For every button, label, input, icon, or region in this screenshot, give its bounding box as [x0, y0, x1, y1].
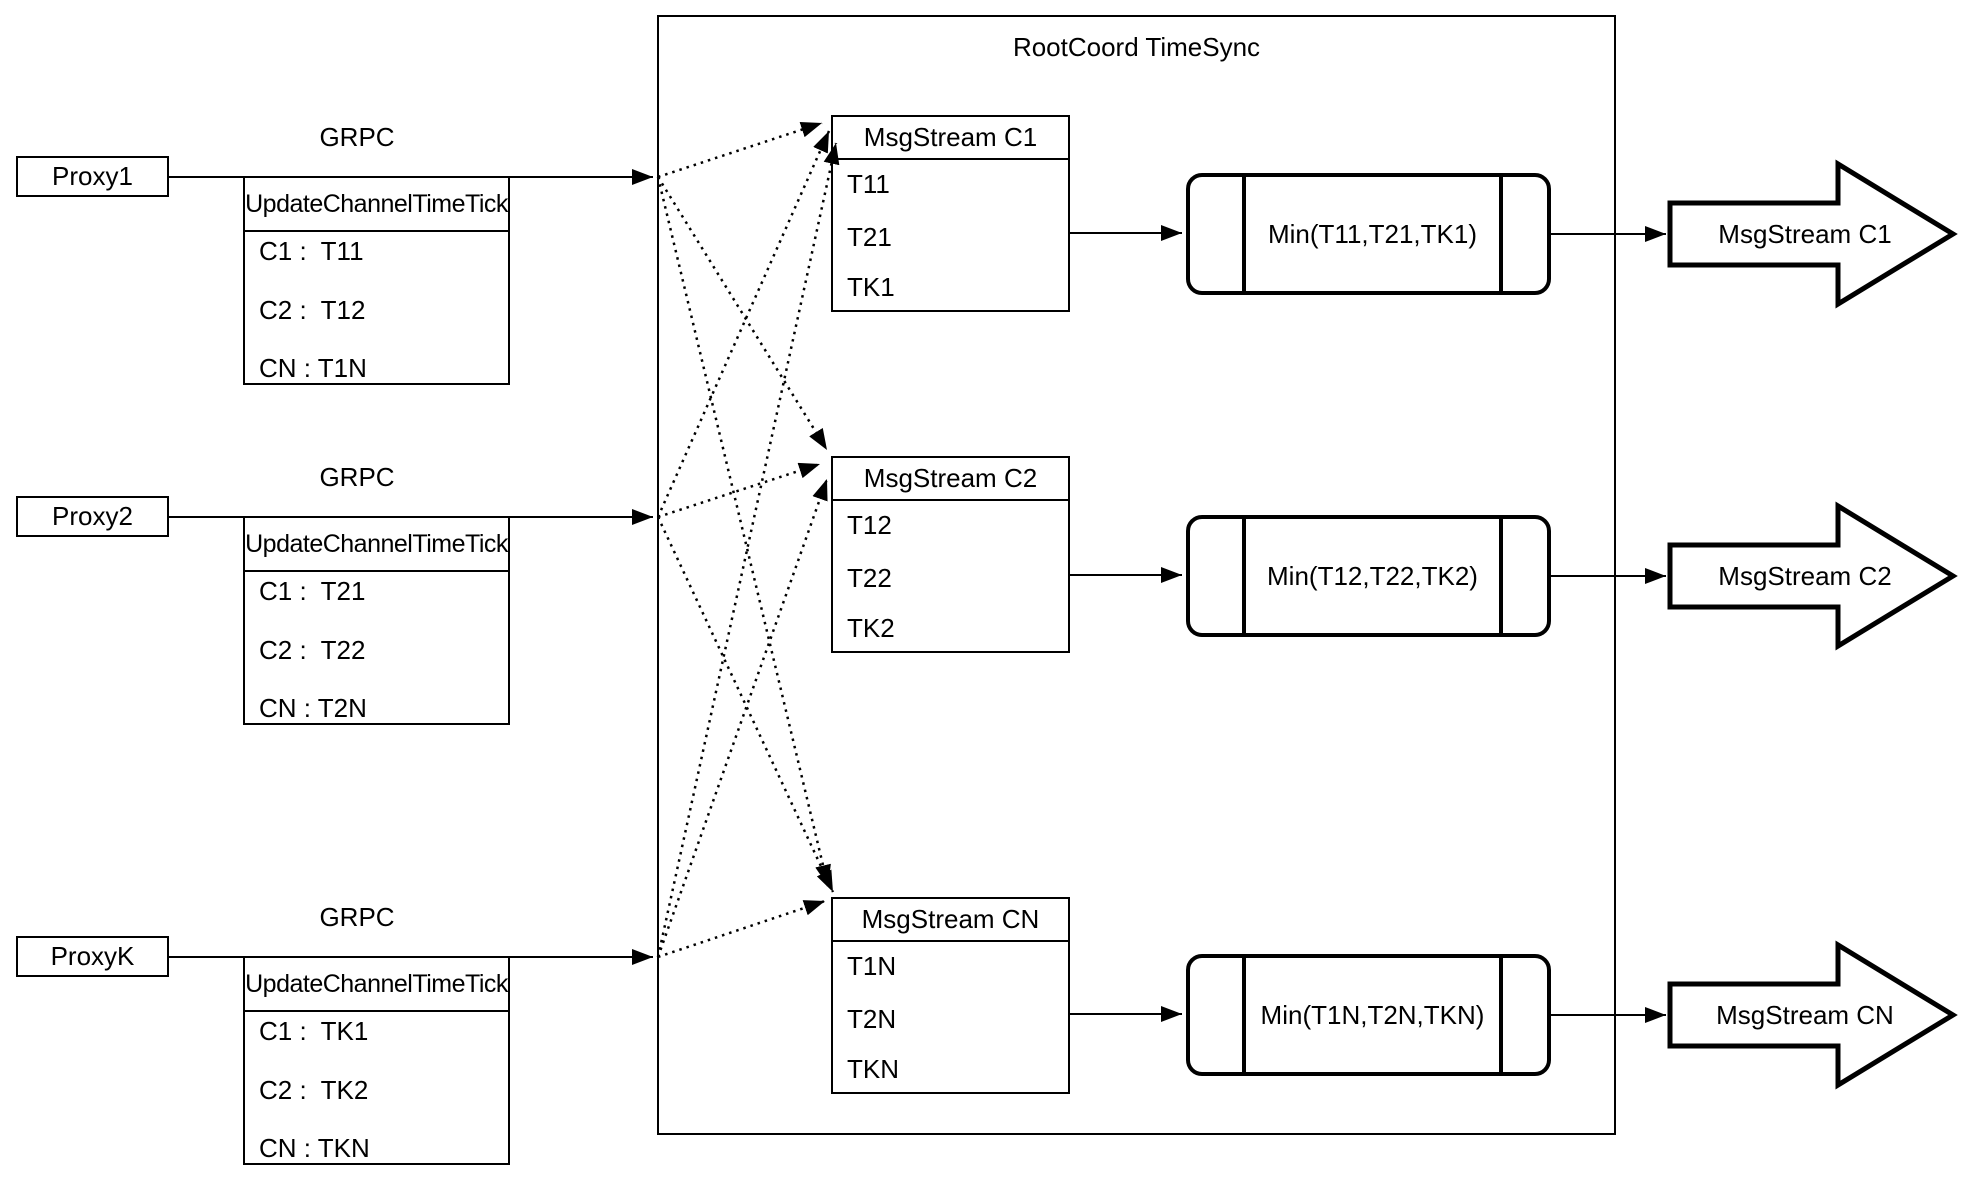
proxyk-label: ProxyK: [50, 941, 135, 971]
update-table-2-row: C2 : T22: [259, 634, 366, 665]
update-table-1-row: C2 : T12: [259, 294, 366, 325]
grpc-label-3: GRPC: [319, 901, 395, 932]
update-table-3-row: CN : TKN: [259, 1132, 370, 1163]
msgstream-table-c1: MsgStream C1 T11 T21 TK1: [831, 115, 1070, 312]
grpc-label-1: GRPC: [319, 121, 395, 152]
min-box-divider: [1499, 958, 1503, 1072]
output-arrow-label-c2: MsgStream C2: [1718, 560, 1892, 591]
update-table-3-row: C1 : TK1: [259, 1015, 369, 1046]
update-table-3-row: C2 : TK2: [259, 1074, 369, 1105]
msgstream-table-c2-title: MsgStream C2: [833, 458, 1068, 501]
min-box-cn: Min(T1N,T2N,TKN): [1186, 954, 1551, 1076]
output-block-arrows: [1667, 159, 1958, 1090]
proxyk-box: ProxyK: [16, 936, 169, 977]
grpc-label-2: GRPC: [319, 461, 395, 492]
msgstream-table-cn-row: TKN: [847, 1053, 899, 1084]
msgstream-table-c2-row: T22: [847, 562, 892, 593]
update-table-1-title: UpdateChannelTimeTick: [245, 178, 508, 232]
msgstream-table-c1-row: TK1: [847, 271, 895, 302]
min-box-divider: [1242, 519, 1246, 633]
update-table-1: UpdateChannelTimeTick C1 : T11 C2 : T12 …: [243, 176, 510, 385]
update-table-1-row: CN : T1N: [259, 352, 367, 383]
update-table-3: UpdateChannelTimeTick C1 : TK1 C2 : TK2 …: [243, 956, 510, 1165]
msgstream-table-c1-row: T11: [847, 168, 890, 199]
min-box-divider: [1242, 958, 1246, 1072]
min-box-divider: [1499, 177, 1503, 291]
msgstream-table-c1-title: MsgStream C1: [833, 117, 1068, 160]
update-table-2-row: CN : T2N: [259, 692, 367, 723]
update-table-2-row: C1 : T21: [259, 575, 366, 606]
output-arrow-label-c1: MsgStream C1: [1718, 218, 1892, 249]
min-box-divider: [1499, 519, 1503, 633]
min-label-c1: Min(T11,T21,TK1): [1267, 218, 1477, 249]
msgstream-table-c2-row: T12: [847, 509, 892, 540]
msgstream-table-cn: MsgStream CN T1N T2N TKN: [831, 897, 1070, 1094]
min-box-c2: Min(T12,T22,TK2): [1186, 515, 1551, 637]
min-label-cn: Min(T1N,T2N,TKN): [1260, 999, 1485, 1030]
min-label-c2: Min(T12,T22,TK2): [1267, 560, 1478, 591]
msgstream-table-cn-row: T1N: [847, 950, 897, 981]
min-box-divider: [1242, 177, 1246, 291]
update-table-3-title: UpdateChannelTimeTick: [245, 958, 508, 1012]
rootcoord-title: RootCoord TimeSync: [1012, 31, 1261, 62]
proxy2-box: Proxy2: [16, 496, 169, 537]
update-table-1-row: C1 : T11: [259, 235, 364, 266]
msgstream-table-c2: MsgStream C2 T12 T22 TK2: [831, 456, 1070, 653]
proxy1-label: Proxy1: [52, 161, 133, 191]
msgstream-table-cn-title: MsgStream CN: [833, 899, 1068, 942]
proxy2-label: Proxy2: [52, 501, 133, 531]
update-table-2: UpdateChannelTimeTick C1 : T21 C2 : T22 …: [243, 516, 510, 725]
msgstream-table-c2-row: TK2: [847, 612, 895, 643]
update-table-2-title: UpdateChannelTimeTick: [245, 518, 508, 572]
min-box-c1: Min(T11,T21,TK1): [1186, 173, 1551, 295]
proxy1-box: Proxy1: [16, 156, 169, 197]
msgstream-table-cn-row: T2N: [847, 1003, 897, 1034]
msgstream-table-c1-row: T21: [847, 221, 892, 252]
output-arrow-label-cn: MsgStream CN: [1716, 999, 1894, 1030]
